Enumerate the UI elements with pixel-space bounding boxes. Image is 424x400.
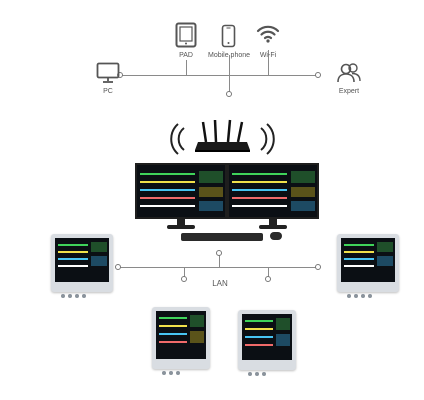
top-bus-drop-pad	[186, 60, 187, 75]
tablet-icon	[175, 22, 197, 48]
lan-drop-workstation	[219, 252, 220, 267]
top-bus-line	[120, 75, 318, 76]
pc-label: PC	[103, 88, 113, 95]
wifi-label: Wi-Fi	[259, 52, 277, 59]
lan-drop-left	[184, 267, 185, 279]
lan-end-left	[115, 264, 121, 270]
top-bus-node-router	[226, 91, 232, 97]
lan-node-left	[181, 276, 187, 282]
pad-label: PAD	[179, 52, 193, 59]
pc-monitor-icon	[96, 62, 120, 84]
keyboard	[181, 233, 263, 241]
central-station-display-right	[227, 163, 319, 229]
mouse	[270, 232, 282, 240]
patient-monitor-right	[337, 234, 399, 298]
top-bus-end-right	[315, 72, 321, 78]
top-bus-drop-router	[229, 75, 230, 93]
lan-end-right	[315, 264, 321, 270]
wireless-router	[170, 118, 275, 156]
central-station-display-left	[135, 163, 227, 229]
lan-bus-line	[118, 267, 318, 268]
expert-label: Expert	[338, 88, 360, 95]
wifi-icon	[256, 25, 280, 43]
mobile-phone-label: Mobile phone	[207, 52, 251, 59]
lan-node-right	[265, 276, 271, 282]
lan-node-workstation	[216, 250, 222, 256]
patient-monitor-bottom-right	[238, 310, 296, 376]
patient-monitor-bottom-left	[152, 307, 210, 375]
top-bus-drop-wifi	[268, 50, 269, 75]
patient-monitor-left	[51, 234, 113, 298]
lan-label: LAN	[212, 279, 228, 288]
mobile-phone-icon	[221, 24, 236, 48]
lan-drop-right	[268, 267, 269, 279]
top-bus-end-left	[117, 72, 123, 78]
expert-users-icon	[336, 62, 362, 84]
top-bus-drop-mobile	[229, 55, 230, 75]
